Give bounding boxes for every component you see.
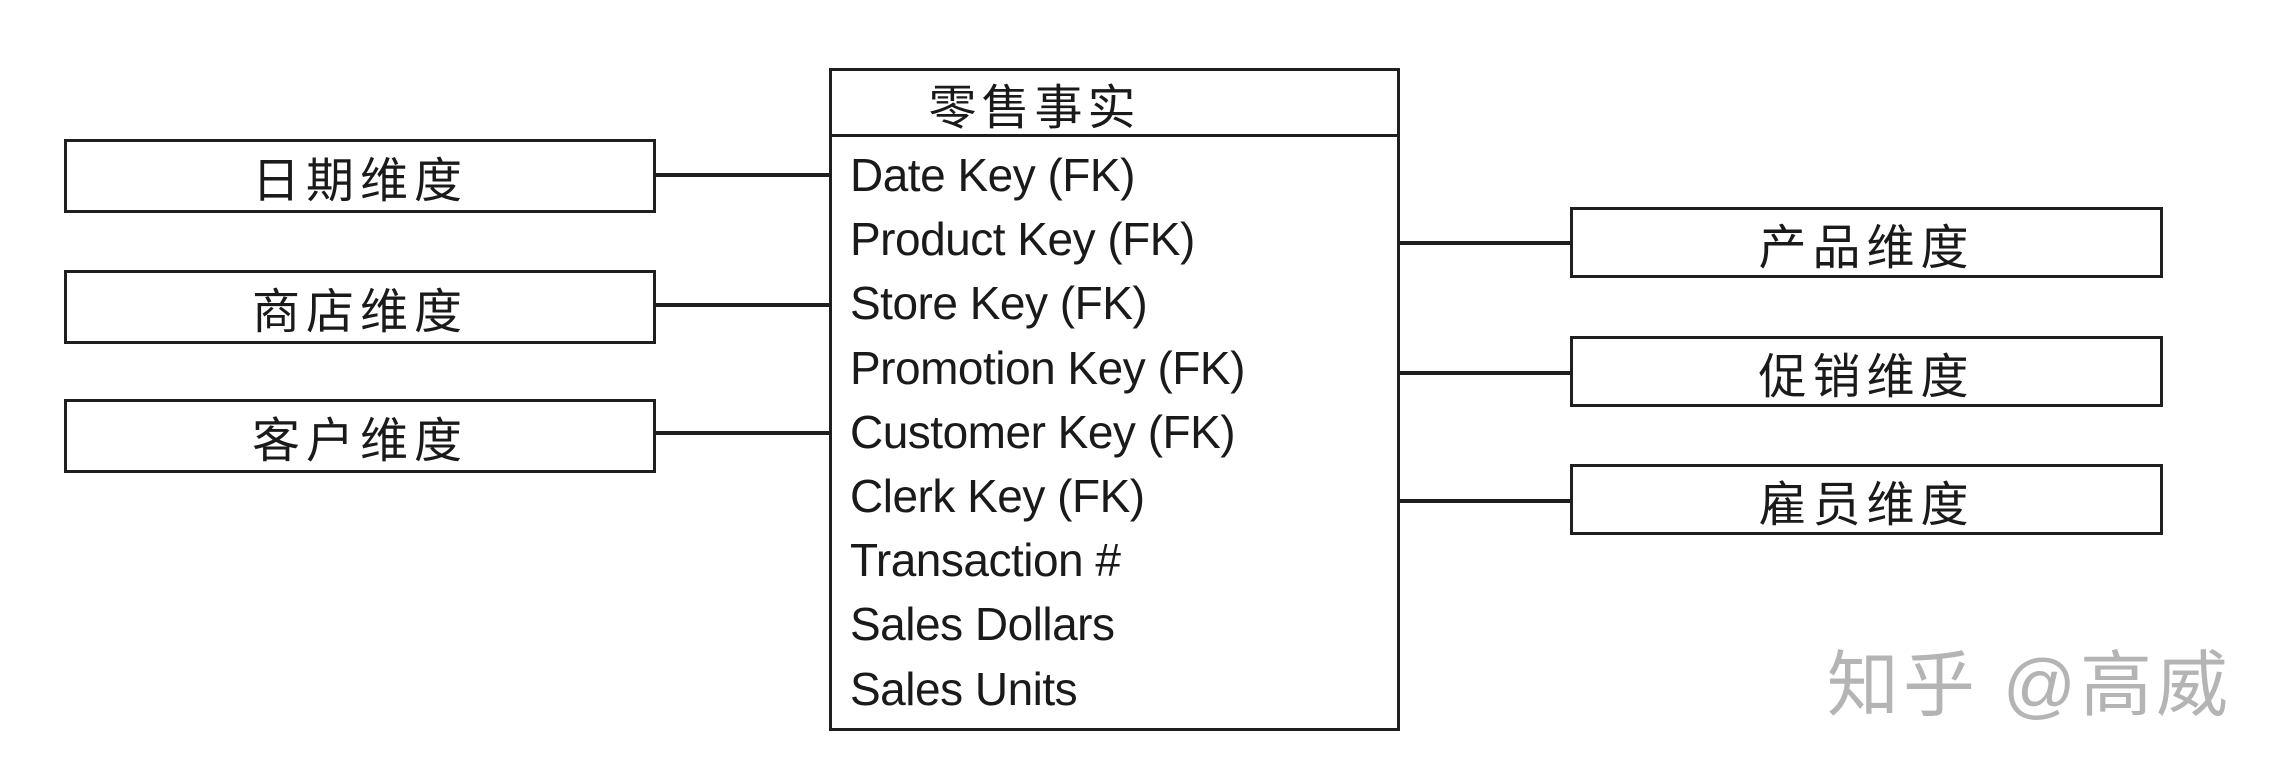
product-dimension-label: 产品维度: [1758, 221, 1975, 275]
date-dimension-label: 日期维度: [251, 155, 468, 208]
store-dimension-label: 商店维度: [251, 286, 468, 339]
promotion-dimension-label: 促销维度: [1758, 350, 1975, 404]
connector-date-dimension: [654, 173, 832, 177]
customer-dimension-box: 客户维度: [64, 399, 656, 473]
fact-field-sales-units: Sales Units: [850, 662, 1078, 715]
connector-store-dimension: [654, 303, 832, 307]
fact-table-title: 零售事实: [928, 81, 1141, 135]
connector-product-dimension: [1398, 241, 1572, 245]
fact-table-field-list: Date Key (FK) Product Key (FK) Store Key…: [832, 137, 1397, 728]
fact-field-store-key: Store Key (FK): [850, 277, 1148, 330]
fact-field-transaction-number: Transaction #: [850, 534, 1121, 587]
connector-promotion-dimension: [1398, 371, 1572, 375]
store-dimension-box: 商店维度: [64, 270, 656, 344]
employee-dimension-label: 雇员维度: [1758, 478, 1975, 532]
fact-table-header: 零售事实: [832, 71, 1397, 137]
promotion-dimension-box: 促销维度: [1570, 336, 2163, 407]
fact-field-product-key: Product Key (FK): [850, 213, 1195, 266]
fact-field-sales-dollars: Sales Dollars: [850, 598, 1115, 651]
date-dimension-box: 日期维度: [64, 139, 656, 213]
product-dimension-box: 产品维度: [1570, 207, 2163, 278]
employee-dimension-box: 雇员维度: [1570, 464, 2163, 535]
zhihu-watermark: 知乎 @高威: [1826, 646, 2232, 726]
fact-field-promotion-key: Promotion Key (FK): [850, 341, 1245, 394]
fact-field-clerk-key: Clerk Key (FK): [850, 470, 1145, 523]
fact-field-customer-key: Customer Key (FK): [850, 405, 1236, 458]
connector-employee-dimension: [1398, 499, 1572, 503]
connector-customer-dimension: [654, 431, 832, 435]
retail-fact-table: 零售事实 Date Key (FK) Product Key (FK) Stor…: [829, 68, 1400, 731]
fact-field-date-key: Date Key (FK): [850, 149, 1135, 202]
customer-dimension-label: 客户维度: [251, 415, 468, 468]
